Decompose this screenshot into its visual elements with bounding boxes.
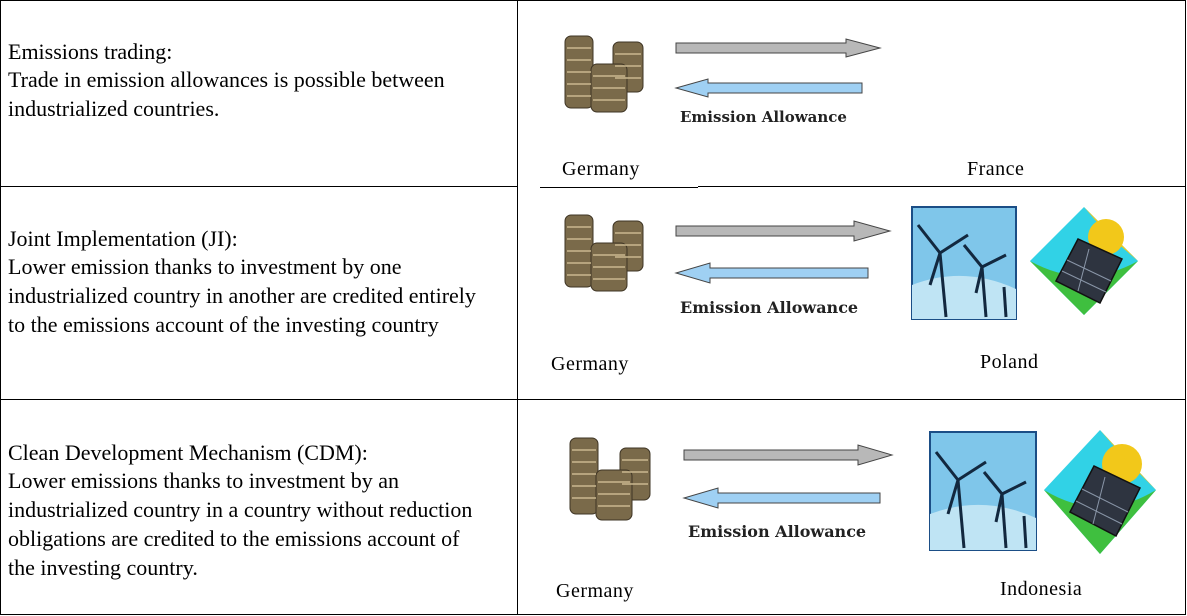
to-country-label: Poland bbox=[980, 351, 1039, 373]
row-title: Joint Implementation (JI): bbox=[8, 226, 238, 251]
row-3-text: Clean Development Mechanism (CDM): Lower… bbox=[8, 440, 508, 582]
emission-allowance-label: Emission Allowance bbox=[688, 522, 867, 541]
emission-allowance-label: Emission Allowance bbox=[680, 108, 847, 126]
row-description: Lower emission thanks to investment by o… bbox=[8, 254, 476, 337]
solar-panel-icon bbox=[1044, 430, 1156, 554]
arrow-left-icon bbox=[674, 262, 869, 284]
row-description: Lower emissions thanks to investment by … bbox=[8, 468, 473, 580]
arrow-left-icon bbox=[674, 78, 863, 98]
row-1-text: Emissions trading: Trade in emission all… bbox=[8, 39, 508, 123]
emission-allowance-label: Emission Allowance bbox=[680, 298, 859, 317]
coin-stack-icon bbox=[564, 35, 644, 113]
row-divider-1 bbox=[0, 186, 518, 187]
row-divider-1-right-b bbox=[698, 186, 1186, 187]
coin-stack-icon bbox=[569, 437, 651, 521]
arrow-right-icon bbox=[683, 444, 894, 466]
arrow-right-icon bbox=[675, 38, 882, 58]
right-border bbox=[1185, 0, 1186, 615]
row-divider-1-right-a bbox=[540, 187, 698, 188]
column-divider bbox=[517, 0, 518, 615]
to-country-label: Indonesia bbox=[1000, 578, 1083, 600]
from-country-label: Germany bbox=[562, 158, 640, 180]
row-divider-2 bbox=[0, 399, 1186, 400]
arrow-left-icon bbox=[682, 487, 881, 509]
row-title: Clean Development Mechanism (CDM): bbox=[8, 440, 368, 465]
to-country-label: France bbox=[967, 158, 1025, 180]
wind-turbine-icon bbox=[929, 431, 1037, 551]
row-title: Emissions trading: bbox=[8, 39, 173, 64]
wind-turbine-icon bbox=[911, 206, 1017, 320]
row-description: Trade in emission allowances is possible… bbox=[8, 67, 445, 121]
arrow-right-icon bbox=[675, 220, 892, 242]
solar-panel-icon bbox=[1030, 207, 1138, 315]
row-2-text: Joint Implementation (JI): Lower emissio… bbox=[8, 226, 508, 339]
from-country-label: Germany bbox=[556, 580, 634, 602]
bottom-border bbox=[0, 614, 1186, 615]
from-country-label: Germany bbox=[551, 353, 629, 375]
coin-stack-icon bbox=[564, 214, 644, 292]
